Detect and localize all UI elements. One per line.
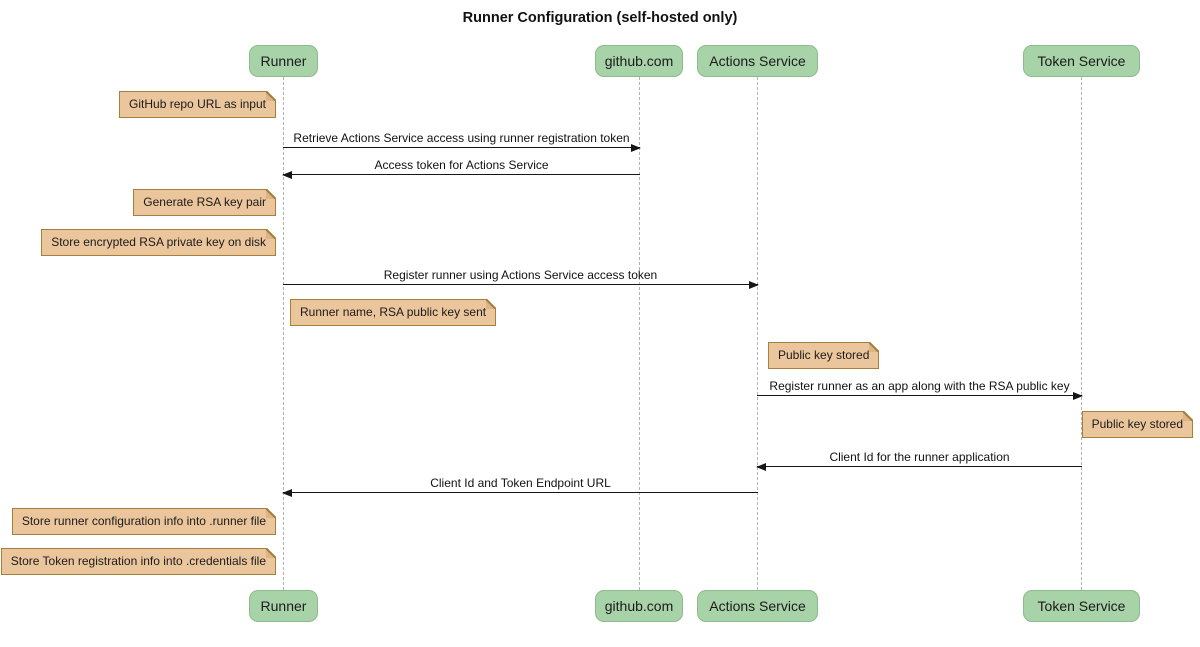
arrowhead-right-icon — [631, 144, 641, 152]
participant-token-service-bottom: Token Service — [1023, 590, 1140, 622]
note-github-repo-url: GitHub repo URL as input — [119, 91, 276, 118]
message-client-id-returned: Client Id for the runner application — [756, 450, 1082, 471]
message-label: Register runner using Actions Service ac… — [383, 268, 658, 282]
message-access-token-returned: Access token for Actions Service — [282, 158, 640, 179]
message-retrieve-actions-service-access: Retrieve Actions Service access using ru… — [283, 131, 641, 152]
message-label: Retrieve Actions Service access using ru… — [293, 131, 630, 145]
note-public-key-stored-actions: Public key stored — [768, 342, 880, 369]
message-label: Register runner as an app along with the… — [769, 379, 1070, 393]
message-line — [283, 492, 758, 493]
message-register-runner-as-app: Register runner as an app along with the… — [757, 379, 1083, 400]
lifeline-actions-service — [757, 77, 758, 590]
participant-github-top: github.com — [595, 45, 683, 77]
arrowhead-left-icon — [282, 171, 292, 179]
note-store-runner-config: Store runner configuration info into .ru… — [11, 508, 277, 535]
message-register-runner: Register runner using Actions Service ac… — [283, 268, 759, 289]
lifeline-token-service — [1081, 77, 1082, 590]
arrowhead-left-icon — [756, 463, 766, 471]
arrowhead-right-icon — [1073, 392, 1083, 400]
message-label: Client Id and Token Endpoint URL — [430, 476, 611, 490]
note-generate-rsa-key-pair: Generate RSA key pair — [133, 189, 276, 216]
message-line — [757, 395, 1082, 396]
note-runner-name-public-key: Runner name, RSA public key sent — [290, 299, 497, 326]
arrowhead-right-icon — [749, 281, 759, 289]
note-public-key-stored-token: Public key stored — [1081, 411, 1194, 438]
message-label: Client Id for the runner application — [829, 450, 1010, 464]
participant-runner-bottom: Runner — [249, 590, 318, 622]
participant-actions-service-bottom: Actions Service — [697, 590, 818, 622]
lifeline-github — [639, 77, 640, 590]
lifeline-runner — [283, 77, 284, 590]
message-line — [283, 174, 640, 175]
participant-token-service-top: Token Service — [1023, 45, 1140, 77]
participant-github-bottom: github.com — [595, 590, 683, 622]
arrowhead-left-icon — [282, 489, 292, 497]
message-line — [283, 147, 640, 148]
participant-runner-top: Runner — [249, 45, 318, 77]
note-store-encrypted-rsa-key: Store encrypted RSA private key on disk — [41, 229, 276, 256]
message-label: Access token for Actions Service — [374, 158, 549, 172]
message-client-id-token-endpoint: Client Id and Token Endpoint URL — [282, 476, 758, 497]
participant-actions-service-top: Actions Service — [697, 45, 818, 77]
diagram-title: Runner Configuration (self-hosted only) — [462, 10, 738, 26]
message-line — [757, 466, 1082, 467]
note-store-token-registration: Store Token registration info into .cred… — [0, 548, 277, 575]
message-line — [283, 284, 758, 285]
